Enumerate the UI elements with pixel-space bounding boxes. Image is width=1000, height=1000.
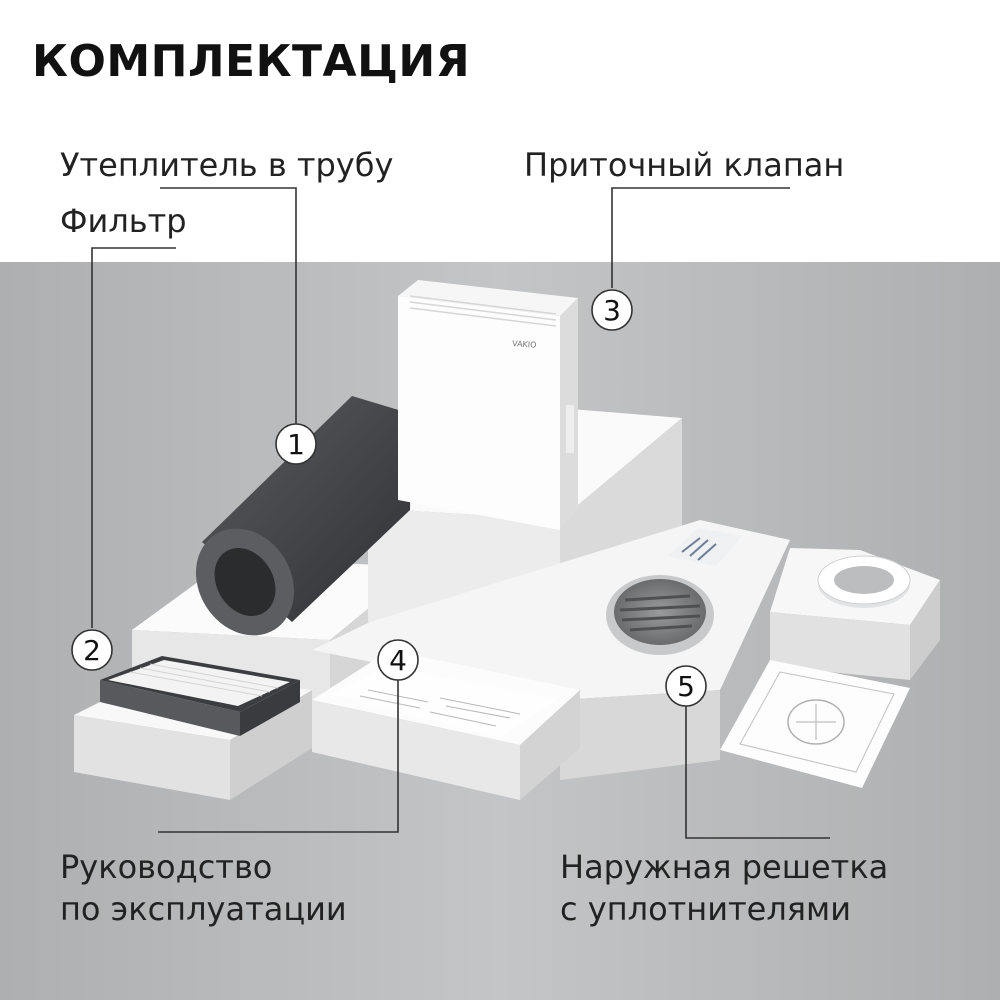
- mounting-template: [720, 660, 910, 788]
- label-outer-grille-line1: Наружная решетка: [560, 848, 889, 886]
- svg-text:4: 4: [389, 644, 407, 677]
- insulation-tube: [195, 396, 412, 636]
- filter-cassette: [100, 656, 300, 736]
- badge-5: 5: [665, 665, 707, 707]
- badge-3: 3: [591, 289, 633, 331]
- label-pipe-insulation: Утеплитель в трубу: [60, 146, 394, 184]
- leader-line-5: [685, 706, 830, 839]
- leader-lines: [91, 187, 830, 839]
- label-supply-valve: Приточный клапан: [524, 146, 845, 184]
- svg-text:5: 5: [677, 670, 695, 703]
- supply-valve-device: VAKIO: [398, 280, 578, 530]
- label-manual-line1: Руководство: [60, 848, 273, 886]
- label-outer-grille-line2: с уплотнителями: [560, 890, 851, 928]
- label-manual-line2: по эксплуатации: [60, 890, 347, 928]
- leader-line-4: [158, 680, 399, 833]
- badge-2: 2: [71, 629, 113, 671]
- svg-text:3: 3: [603, 294, 621, 327]
- accessory-bag: [668, 528, 742, 566]
- svg-text:2: 2: [83, 634, 101, 667]
- leader-line-1: [160, 187, 297, 424]
- leader-line-3: [611, 187, 790, 288]
- pedestal-center: [312, 520, 790, 780]
- leader-line-2: [91, 247, 176, 628]
- svg-text:1: 1: [287, 428, 305, 461]
- label-filter: Фильтр: [60, 202, 187, 240]
- pedestal-right: [770, 548, 940, 680]
- badge-1: 1: [275, 423, 317, 465]
- device-logo: VAKIO: [512, 339, 537, 350]
- outer-grille: [606, 575, 714, 655]
- badge-4: 4: [377, 639, 419, 681]
- page-title: КОМПЛЕКТАЦИЯ: [32, 36, 471, 87]
- seal-ring: [817, 555, 911, 608]
